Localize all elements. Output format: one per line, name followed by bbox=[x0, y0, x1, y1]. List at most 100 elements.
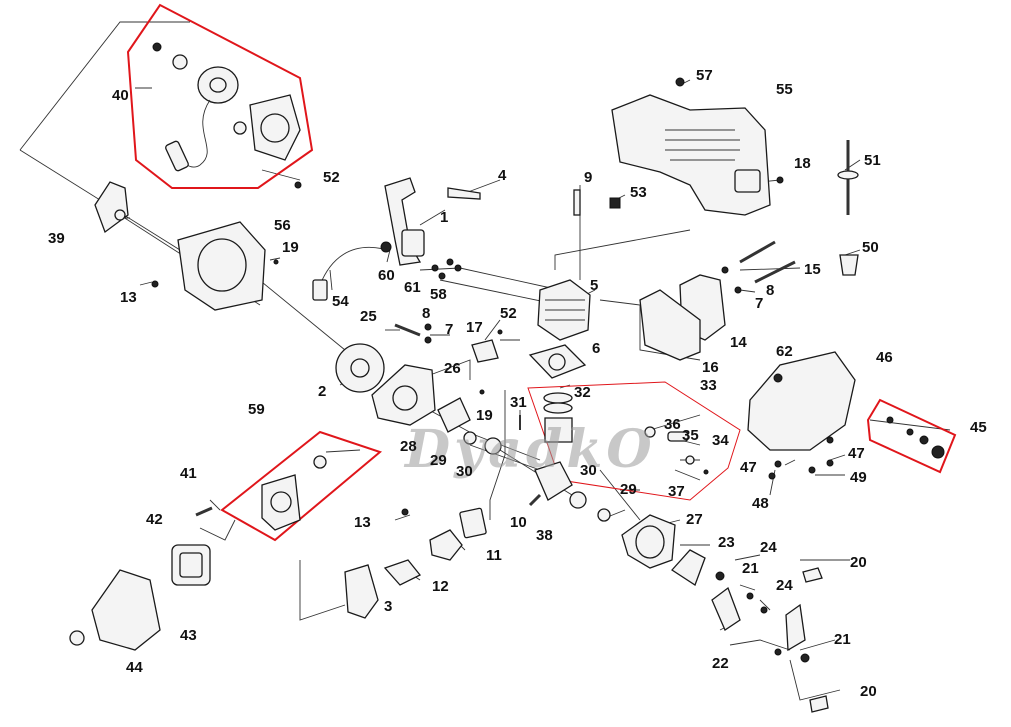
callout-labels: 40 52 39 56 19 13 4 1 60 61 58 54 9 53 5… bbox=[48, 67, 987, 700]
part-heat-shield-icon bbox=[639, 289, 701, 361]
callout-8: 8 bbox=[422, 305, 430, 322]
callout-23: 23 bbox=[718, 534, 735, 551]
callout-12: 12 bbox=[432, 578, 449, 595]
callout-35: 35 bbox=[682, 427, 699, 444]
part-piston-ring-icon bbox=[543, 392, 573, 404]
part-intake-manifold-icon bbox=[429, 529, 463, 561]
callout-62: 62 bbox=[776, 343, 793, 360]
callout-13: 13 bbox=[120, 289, 137, 306]
fuel-line-kit-outline bbox=[866, 398, 957, 474]
part-small-spring-icon bbox=[233, 121, 247, 135]
callout-2: 2 bbox=[318, 383, 326, 400]
part-bolt-icon bbox=[573, 189, 581, 216]
callout-47: 47 bbox=[740, 459, 757, 476]
callout-55: 55 bbox=[776, 81, 793, 98]
callout-7: 7 bbox=[755, 295, 763, 312]
part-pawl-plate-icon bbox=[94, 181, 129, 234]
callout-22: 22 bbox=[712, 655, 729, 672]
callout-26: 26 bbox=[444, 360, 461, 377]
part-starter-handle-icon bbox=[165, 140, 189, 172]
part-carb-plate-icon bbox=[344, 564, 379, 619]
starter-assembly-outline bbox=[126, 3, 314, 189]
callout-5: 5 bbox=[590, 277, 598, 294]
callout-28: 28 bbox=[400, 438, 417, 455]
callout-36: 36 bbox=[664, 416, 681, 433]
callout-30: 30 bbox=[456, 463, 473, 480]
callout-27: 27 bbox=[686, 511, 703, 528]
part-wire-terminal-icon bbox=[312, 279, 328, 301]
callout-42: 42 bbox=[146, 511, 163, 528]
part-carb-gasket-icon bbox=[459, 507, 487, 539]
callout-14: 14 bbox=[730, 334, 747, 351]
callout-30: 30 bbox=[580, 462, 597, 479]
part-air-filter-cover-icon bbox=[91, 569, 161, 651]
callout-44: 44 bbox=[126, 659, 143, 676]
part-bracket-icon bbox=[471, 339, 499, 363]
callout-40: 40 bbox=[112, 87, 129, 104]
part-seal-icon bbox=[484, 437, 502, 455]
callout-53: 53 bbox=[630, 184, 647, 201]
part-wrist-pin-icon bbox=[667, 431, 689, 442]
callout-56: 56 bbox=[274, 217, 291, 234]
part-spark-plug-icon bbox=[447, 187, 481, 200]
callout-45: 45 bbox=[970, 419, 987, 436]
callout-38: 38 bbox=[536, 527, 553, 544]
callout-13: 13 bbox=[354, 514, 371, 531]
callout-18: 18 bbox=[794, 155, 811, 172]
callout-29: 29 bbox=[620, 481, 637, 498]
part-small-nut-icon bbox=[609, 197, 621, 209]
callout-7: 7 bbox=[445, 321, 453, 338]
callout-9: 9 bbox=[584, 169, 592, 186]
callout-49: 49 bbox=[850, 469, 867, 486]
callout-25: 25 bbox=[360, 308, 377, 325]
callout-10: 10 bbox=[510, 514, 527, 531]
callout-37: 37 bbox=[668, 483, 685, 500]
callout-20: 20 bbox=[850, 554, 867, 571]
callout-48: 48 bbox=[752, 495, 769, 512]
part-bushing-icon bbox=[839, 254, 859, 276]
callout-19: 19 bbox=[476, 407, 493, 424]
callout-46: 46 bbox=[876, 349, 893, 366]
callout-19: 19 bbox=[282, 239, 299, 256]
part-insulator-icon bbox=[383, 559, 422, 586]
callout-31: 31 bbox=[510, 394, 527, 411]
callout-58: 58 bbox=[430, 286, 447, 303]
part-clutch-shoe-icon bbox=[671, 549, 706, 586]
callout-47: 47 bbox=[848, 445, 865, 462]
callout-21: 21 bbox=[742, 560, 759, 577]
callout-50: 50 bbox=[862, 239, 879, 256]
callout-3: 3 bbox=[384, 598, 392, 615]
part-fuel-tank-icon bbox=[747, 351, 856, 451]
callout-39: 39 bbox=[48, 230, 65, 247]
callout-15: 15 bbox=[804, 261, 821, 278]
watermark-text: DyadkO bbox=[403, 419, 656, 480]
part-engine-cover-icon bbox=[611, 94, 771, 216]
part-piston-icon bbox=[544, 417, 573, 443]
callout-57: 57 bbox=[696, 67, 713, 84]
callout-21: 21 bbox=[834, 631, 851, 648]
callout-20: 20 bbox=[860, 683, 877, 700]
callout-59: 59 bbox=[248, 401, 265, 418]
callout-61: 61 bbox=[404, 279, 421, 296]
callout-11: 11 bbox=[486, 547, 502, 564]
callout-16: 16 bbox=[702, 359, 719, 376]
callout-33: 33 bbox=[700, 377, 717, 394]
callout-60: 60 bbox=[378, 267, 395, 284]
callout-52: 52 bbox=[500, 305, 517, 322]
callout-51: 51 bbox=[864, 152, 881, 169]
callout-4: 4 bbox=[498, 167, 507, 184]
part-crankcase-gasket-icon bbox=[437, 397, 471, 433]
callout-6: 6 bbox=[592, 340, 600, 357]
part-cover-knob-icon bbox=[69, 630, 85, 646]
callout-17: 17 bbox=[466, 319, 483, 336]
callout-34: 34 bbox=[712, 432, 729, 449]
callout-24: 24 bbox=[760, 539, 777, 556]
callout-1: 1 bbox=[440, 209, 448, 226]
callout-52: 52 bbox=[323, 169, 340, 186]
callout-54: 54 bbox=[332, 293, 349, 310]
callout-32: 32 bbox=[574, 384, 591, 401]
callout-41: 41 bbox=[180, 465, 197, 482]
part-screw-icon bbox=[152, 42, 162, 52]
part-throttle-cable-icon bbox=[837, 170, 859, 180]
